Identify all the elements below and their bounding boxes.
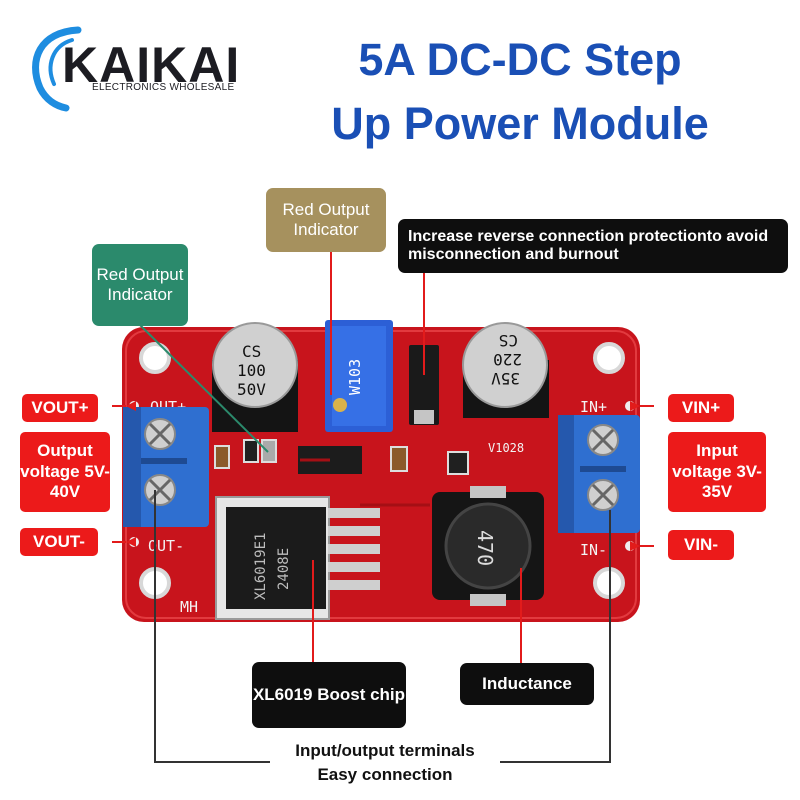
- label-input-voltage: Input voltage 3V-35V: [668, 432, 766, 512]
- label-output-voltage: Output voltage 5V-40V: [20, 432, 110, 512]
- output-terminal-block: [123, 407, 209, 527]
- callout-red-output-indicator-left: Red Output Indicator: [92, 244, 188, 326]
- mounting-hole-top-left: [139, 342, 171, 374]
- cap-left-line3: 50V: [237, 380, 266, 399]
- cap-left-line1: CS: [242, 342, 261, 361]
- label-vin-plus: VIN+: [668, 394, 734, 422]
- callout-red-output-indicator-top: Red Output Indicator: [266, 188, 386, 252]
- label-vout-minus: VOUT-: [20, 528, 98, 556]
- silk-in-minus: IN-: [580, 541, 607, 559]
- callout-reverse-protection: Increase reverse connection protectionto…: [398, 219, 788, 273]
- pot-code: W103: [346, 359, 364, 395]
- mounting-hole-top-right: [593, 342, 625, 374]
- chip-code-line2: 2408E: [276, 548, 292, 590]
- red-led-left: [261, 439, 277, 463]
- logo-name: KAIKAI: [62, 37, 241, 93]
- terminals-line-2: Easy connection: [317, 765, 453, 784]
- capacitor-left: CS 100 50V: [212, 322, 298, 432]
- protection-diode: [409, 345, 439, 425]
- logo-swoosh-icon: [32, 26, 82, 112]
- chip-code-line1: XL6019E1: [253, 533, 269, 600]
- leader-lines: [139, 242, 611, 763]
- title-line-2: Up Power Module: [331, 98, 709, 149]
- cap-right-line2: 220: [493, 350, 522, 369]
- label-vout-plus: VOUT+: [22, 394, 98, 422]
- cap-right-line1: 35V: [491, 369, 520, 388]
- input-terminal-block: [558, 415, 640, 533]
- inductor: 470: [432, 486, 544, 606]
- cap-right-line3: CS: [499, 331, 518, 350]
- xl6019-chip: XL6019E1 2408E: [215, 496, 380, 620]
- callout-inductance: Inductance: [460, 663, 594, 705]
- label-vin-minus: VIN-: [668, 530, 734, 560]
- page-title: 5A DC-DC Step Up Power Module: [250, 28, 790, 156]
- inductor-code: 470: [473, 530, 497, 566]
- title-line-1: 5A DC-DC Step: [358, 34, 682, 85]
- silk-version: V1028: [488, 441, 524, 455]
- logo-tagline: ELECTRONICS WHOLESALE: [92, 82, 235, 93]
- potentiometer: W103: [325, 320, 393, 432]
- cap-left-line2: 100: [237, 361, 266, 380]
- callout-chip: XL6019 Boost chip: [252, 662, 406, 728]
- capacitor-right: 35V 220 CS: [462, 322, 549, 418]
- silk-mh: MH: [180, 598, 198, 616]
- terminals-line-1: Input/output terminals: [295, 741, 475, 761]
- silk-in-plus: IN+: [580, 398, 607, 416]
- silk-out-minus: OUT-: [148, 537, 184, 555]
- callout-terminals: Input/output terminals Easy connection: [268, 738, 502, 788]
